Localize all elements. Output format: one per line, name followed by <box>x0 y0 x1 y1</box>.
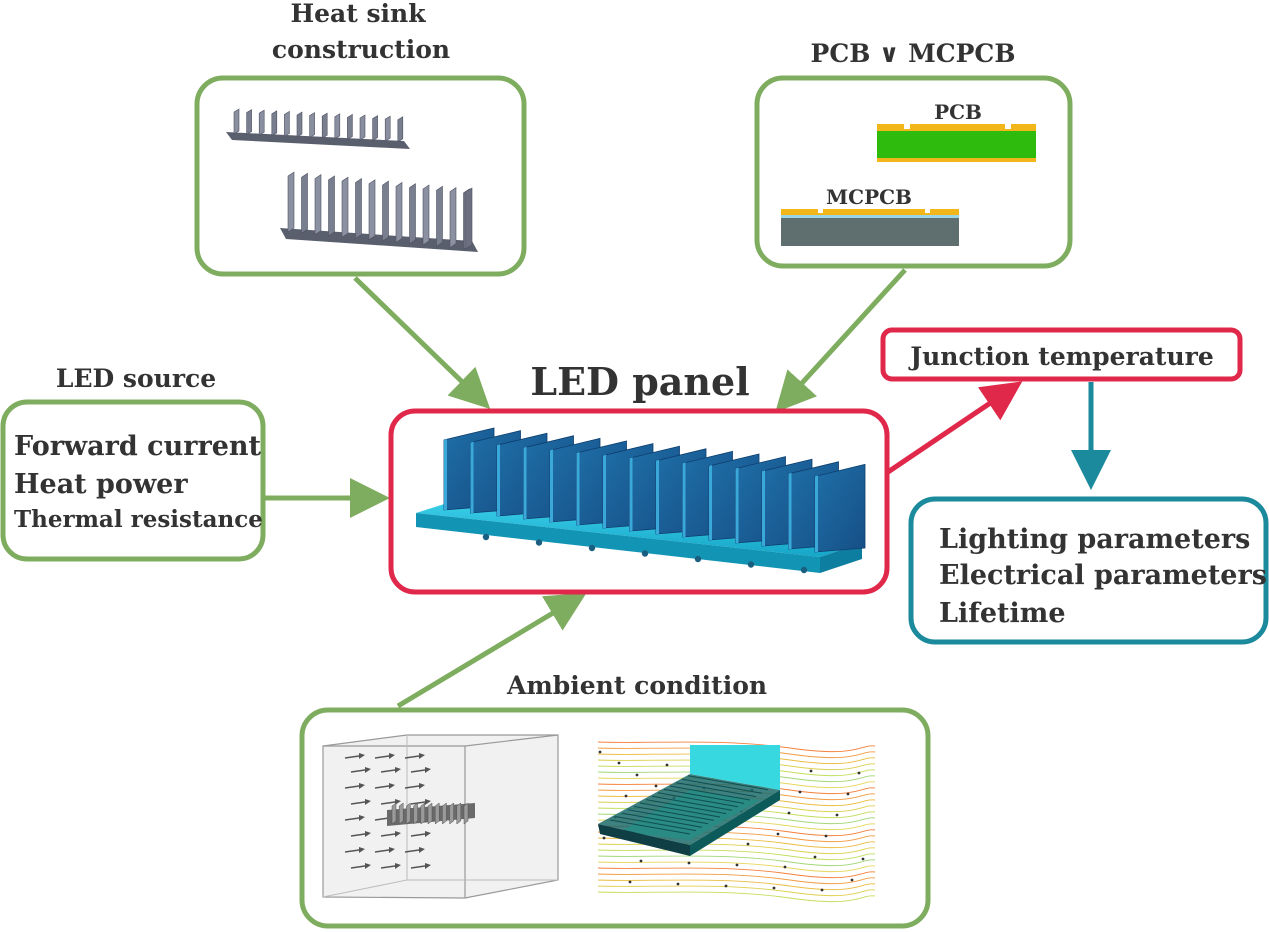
output-item: Lighting parameters <box>939 524 1250 555</box>
pcb-label: PCB <box>934 100 982 124</box>
output-item: Electrical parameters <box>939 560 1267 591</box>
led-source-item: Forward current <box>14 431 261 462</box>
junction-box <box>880 327 1243 382</box>
ambient-flow-simulation <box>597 741 876 903</box>
led-panel-title: LED panel <box>530 359 749 404</box>
pcb-illustration <box>877 124 1036 162</box>
arrow-panel-to-junction <box>886 381 1023 475</box>
outputs-box <box>908 496 1269 645</box>
output-item: Lifetime <box>939 598 1066 629</box>
arrow-pcb-to-panel <box>775 268 907 413</box>
heatsink-title-line1: Heat sink <box>290 0 426 28</box>
heatsink-box <box>194 75 527 277</box>
led-source-title: LED source <box>56 364 216 393</box>
arrow-heatsink-to-panel <box>353 276 491 409</box>
led-source-box <box>0 399 266 562</box>
junction-title: Junction temperature <box>908 342 1213 371</box>
heatsink-large-model <box>280 171 478 252</box>
led-panel-heatsink-model <box>416 427 866 574</box>
heatsink-small-model <box>226 108 410 149</box>
heatsink-title-line2: construction <box>272 35 450 64</box>
pcb-title: PCB ∨ MCPCB <box>811 39 1016 68</box>
ambient-wind-tunnel <box>322 734 559 899</box>
mcpcb-illustration <box>781 209 959 246</box>
led-source-item: Thermal resistance <box>14 506 263 533</box>
mcpcb-label: MCPCB <box>826 185 912 209</box>
led-source-item: Heat power <box>14 469 188 500</box>
arrow-ambient-to-panel <box>396 592 587 709</box>
ambient-title: Ambient condition <box>506 671 767 700</box>
